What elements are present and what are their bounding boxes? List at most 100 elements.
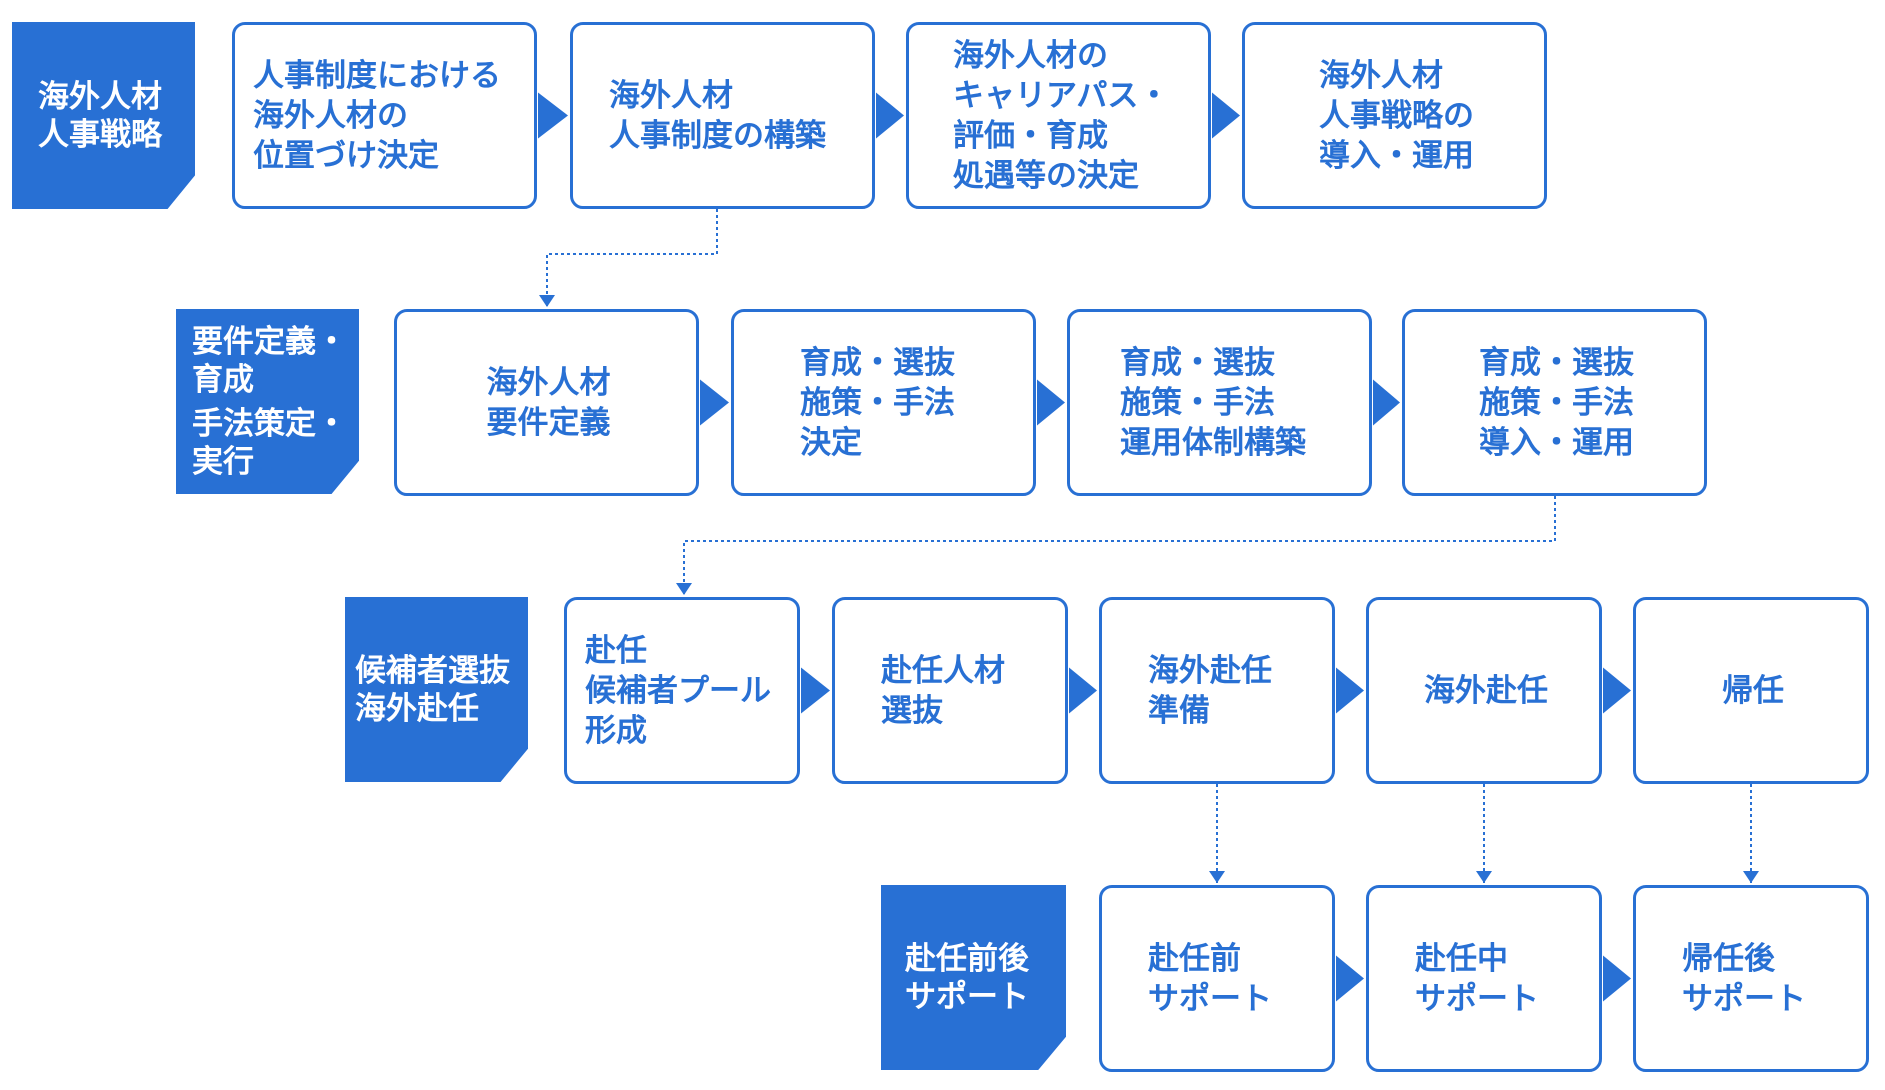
flow-arrow xyxy=(801,667,830,714)
dotted-connector-strategy-to-requirements-head xyxy=(539,295,555,307)
step-box-strategy-3: 海外人材のキャリアパス・評価・育成処遇等の決定 xyxy=(906,22,1211,209)
step-box-strategy-2: 海外人材人事制度の構築 xyxy=(570,22,875,209)
step-box-selection-3: 海外赴任準備 xyxy=(1099,597,1335,784)
step-text-line: 要件定義 xyxy=(486,404,611,441)
step-text-line: 人事制度の構築 xyxy=(609,117,826,154)
phase-label-line: 海外赴任 xyxy=(355,690,479,727)
flow-arrow xyxy=(1037,379,1065,426)
step-text: 帰任 xyxy=(1722,671,1784,711)
phase-label-line: 候補者選抜 xyxy=(355,652,510,689)
step-text-line: キャリアパス・ xyxy=(953,77,1170,114)
phase-label-support: 赴任前後サポート xyxy=(881,885,1066,1070)
step-text-line: 帰任後 xyxy=(1682,940,1775,977)
dotted-connector-selection-to-support-3-head xyxy=(1743,871,1759,883)
flow-arrow xyxy=(538,92,568,139)
step-text-line: 赴任人材 xyxy=(881,652,1005,689)
step-text-line: 育成・選抜 xyxy=(1120,344,1275,381)
phase-label-requirements: 要件定義・育成手法策定・実行 xyxy=(176,309,359,494)
phase-label-line: 人事戦略 xyxy=(38,116,162,153)
step-text: 育成・選抜施策・手法運用体制構築 xyxy=(1120,343,1355,463)
step-text-line: 海外人材 xyxy=(609,77,733,114)
step-text-line: サポート xyxy=(1415,980,1539,1017)
flow-arrow xyxy=(1336,667,1364,714)
step-text: 育成・選抜施策・手法導入・運用 xyxy=(1479,343,1634,463)
step-text-line: 位置づけ決定 xyxy=(253,137,439,174)
step-text-line: 導入・運用 xyxy=(1319,137,1474,174)
step-text: 赴任人材選抜 xyxy=(881,651,1051,731)
step-box-selection-1: 赴任候補者プール形成 xyxy=(564,597,800,784)
step-text-line: 海外人材の xyxy=(253,97,408,134)
flow-arrow xyxy=(1603,667,1631,714)
flow-arrow xyxy=(876,92,904,139)
step-box-selection-2: 赴任人材選抜 xyxy=(832,597,1068,784)
step-text: 育成・選抜施策・手法決定 xyxy=(800,343,1019,463)
step-text-line: 施策・手法 xyxy=(1479,384,1634,421)
step-text-line: 育成・選抜 xyxy=(1479,344,1634,381)
flow-arrow xyxy=(1336,955,1364,1002)
step-text: 海外人材のキャリアパス・評価・育成処遇等の決定 xyxy=(953,36,1194,196)
step-text: 海外赴任準備 xyxy=(1148,651,1318,731)
step-text-line: 施策・手法 xyxy=(800,384,955,421)
dotted-connector-selection-to-support-1-head xyxy=(1209,871,1225,883)
flow-arrow xyxy=(1603,955,1631,1002)
step-text-line: 選抜 xyxy=(881,692,943,729)
phase-label-selection: 候補者選抜海外赴任 xyxy=(345,597,528,782)
step-text-line: サポート xyxy=(1148,980,1272,1017)
step-text-line: 候補者プール xyxy=(585,672,771,709)
step-text-line: 人事戦略の xyxy=(1319,97,1474,134)
step-text-line: 海外人材 xyxy=(486,364,611,401)
step-box-selection-5: 帰任 xyxy=(1633,597,1869,784)
step-box-requirements-4: 育成・選抜施策・手法導入・運用 xyxy=(1402,309,1707,496)
step-text: 海外人材要件定義 xyxy=(487,363,611,443)
phase-label-line: 赴任前後 xyxy=(905,940,1029,977)
step-box-requirements-2: 育成・選抜施策・手法決定 xyxy=(731,309,1036,496)
step-text-line: 形成 xyxy=(585,712,647,749)
step-text-line: 人事制度における xyxy=(253,57,501,94)
dotted-connector-requirements-to-selection-head xyxy=(676,583,692,595)
step-text: 海外人材人事戦略の導入・運用 xyxy=(1319,56,1474,176)
step-box-selection-4: 海外赴任 xyxy=(1366,597,1602,784)
flow-arrow xyxy=(1069,667,1097,714)
step-text-line: 海外赴任 xyxy=(1148,652,1272,689)
step-text-line: 赴任前 xyxy=(1148,940,1241,977)
step-text-line: 育成・選抜 xyxy=(800,344,955,381)
step-text: 海外人材人事制度の構築 xyxy=(609,76,858,156)
step-text-line: 運用体制構築 xyxy=(1120,424,1306,461)
flow-arrow xyxy=(700,379,729,426)
step-box-support-3: 帰任後サポート xyxy=(1633,885,1869,1072)
step-text-line: 処遇等の決定 xyxy=(953,157,1139,194)
step-text-line: 赴任中 xyxy=(1415,940,1508,977)
phase-label-strategy: 海外人材人事戦略 xyxy=(12,22,195,209)
dotted-connector-selection-to-support-2-head xyxy=(1476,871,1492,883)
step-text-line: 海外人材 xyxy=(1319,57,1443,94)
step-text-line: 評価・育成 xyxy=(953,117,1108,154)
step-text: 赴任候補者プール形成 xyxy=(585,631,783,751)
phase-label-line: 実行 xyxy=(192,443,254,480)
step-text: 海外赴任 xyxy=(1424,671,1548,711)
step-text-line: 海外赴任 xyxy=(1424,672,1548,709)
step-box-support-1: 赴任前サポート xyxy=(1099,885,1335,1072)
phase-label-line: 要件定義・ xyxy=(192,323,347,360)
dotted-connector-requirements-to-selection xyxy=(683,496,1556,595)
step-box-strategy-4: 海外人材人事戦略の導入・運用 xyxy=(1242,22,1547,209)
flow-arrow xyxy=(1373,379,1400,426)
step-text-line: 海外人材の xyxy=(953,37,1108,74)
phase-label-line: 海外人材 xyxy=(38,78,162,115)
step-text-line: 帰任 xyxy=(1722,672,1784,709)
step-text-line: 施策・手法 xyxy=(1120,384,1275,421)
phase-label-line: 育成 xyxy=(192,361,254,398)
step-text-line: 決定 xyxy=(800,424,862,461)
step-text: 人事制度における海外人材の位置づけ決定 xyxy=(253,56,520,176)
step-box-strategy-1: 人事制度における海外人材の位置づけ決定 xyxy=(232,22,537,209)
dotted-connector-strategy-to-requirements xyxy=(546,209,718,307)
phase-label-line: サポート xyxy=(905,978,1029,1015)
step-box-support-2: 赴任中サポート xyxy=(1366,885,1602,1072)
step-box-requirements-3: 育成・選抜施策・手法運用体制構築 xyxy=(1067,309,1372,496)
step-text: 帰任後サポート xyxy=(1682,939,1852,1019)
step-text-line: 準備 xyxy=(1148,692,1210,729)
step-text: 赴任中サポート xyxy=(1415,939,1585,1019)
step-text-line: サポート xyxy=(1682,980,1806,1017)
step-text-line: 導入・運用 xyxy=(1479,424,1634,461)
